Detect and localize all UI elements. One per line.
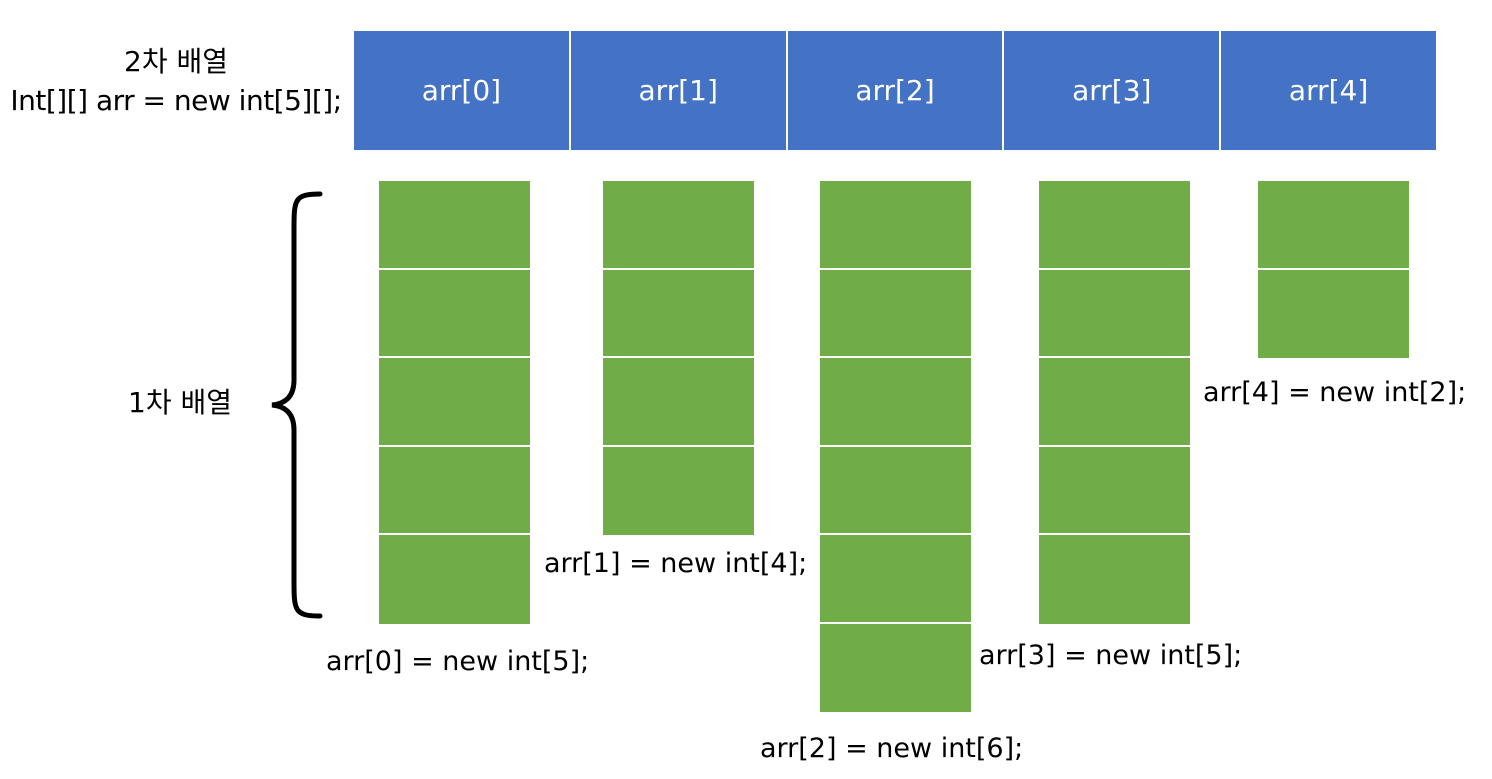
inner-array-0-caption: arr[0] = new int[5]; xyxy=(326,646,590,677)
inner-array-2-cell-5 xyxy=(820,623,971,712)
inner-array-0-cell-0 xyxy=(379,181,530,270)
outer-cell-3: arr[3] xyxy=(1004,31,1222,150)
inner-array-3-cell-2 xyxy=(1039,358,1190,447)
inner-array-1-cell-3 xyxy=(603,446,754,535)
inner-array-4-caption: arr[4] = new int[2]; xyxy=(1203,377,1467,408)
inner-array-1-cell-2 xyxy=(603,358,754,447)
inner-array-3-cell-1 xyxy=(1039,269,1190,358)
inner-array-3-cell-0 xyxy=(1039,181,1190,270)
inner-array-2-cell-2 xyxy=(820,358,971,447)
curly-brace-icon xyxy=(271,191,323,619)
inner-array-3 xyxy=(1039,181,1190,624)
two-d-array-title: 2차 배열 xyxy=(124,45,228,78)
inner-array-0-cell-2 xyxy=(379,358,530,447)
one-d-array-label: 1차 배열 xyxy=(128,386,232,419)
inner-array-4-cell-0 xyxy=(1258,181,1409,270)
inner-array-0-cell-4 xyxy=(379,535,530,624)
inner-array-2 xyxy=(820,181,971,712)
outer-cell-4: arr[4] xyxy=(1221,31,1436,150)
inner-array-2-caption: arr[2] = new int[6]; xyxy=(760,733,1024,764)
inner-array-2-cell-3 xyxy=(820,446,971,535)
inner-array-3-cell-3 xyxy=(1039,446,1190,535)
inner-array-2-cell-1 xyxy=(820,269,971,358)
inner-array-0-cell-1 xyxy=(379,269,530,358)
inner-array-4 xyxy=(1258,181,1409,358)
outer-cell-2: arr[2] xyxy=(787,31,1005,150)
two-d-array-declaration: Int[][] arr = new int[5][]; xyxy=(10,84,342,117)
outer-cell-0: arr[0] xyxy=(354,31,571,150)
inner-array-1-caption: arr[1] = new int[4]; xyxy=(544,548,808,579)
inner-array-0 xyxy=(379,181,530,624)
outer-array: arr[0] arr[1] arr[2] arr[3] arr[4] xyxy=(354,31,1436,150)
inner-array-4-cell-1 xyxy=(1258,269,1409,358)
outer-cell-1: arr[1] xyxy=(570,31,788,150)
inner-array-2-cell-0 xyxy=(820,181,971,270)
inner-array-2-cell-4 xyxy=(820,535,971,624)
inner-array-3-caption: arr[3] = new int[5]; xyxy=(979,640,1243,671)
inner-array-1 xyxy=(603,181,754,535)
inner-array-1-cell-1 xyxy=(603,269,754,358)
inner-array-0-cell-3 xyxy=(379,446,530,535)
inner-array-3-cell-4 xyxy=(1039,535,1190,624)
inner-array-1-cell-0 xyxy=(603,181,754,270)
